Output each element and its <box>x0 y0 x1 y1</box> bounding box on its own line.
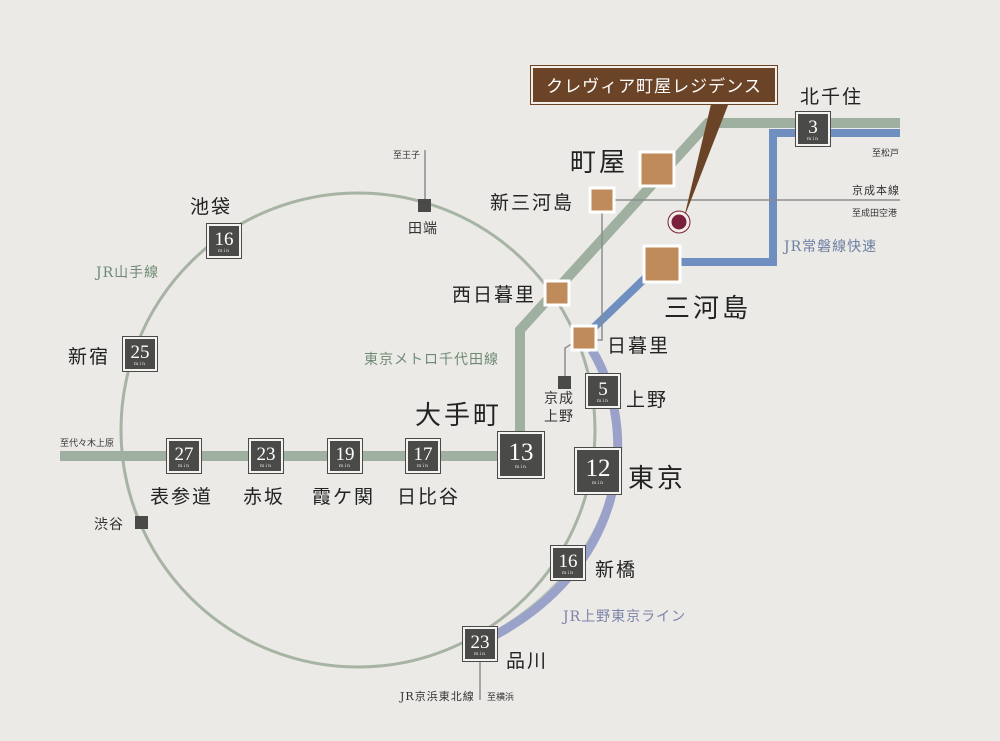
direction-narita: 至成田空港 <box>852 209 898 219</box>
chiyoda-line <box>60 118 900 461</box>
station-label-kasumigaseki: 霞ケ関 <box>312 486 376 508</box>
station-keisei-ueno-marker <box>558 376 571 389</box>
station-label-ueno: 上野 <box>626 389 669 411</box>
station-label-omotesando: 表参道 <box>150 486 214 508</box>
station-label-keisei-ueno: 京成上野 <box>544 391 574 425</box>
direction-yoyogi-uehara: 至代々木上原 <box>60 439 115 449</box>
station-tabata-marker <box>418 199 431 212</box>
station-machiya-marker <box>638 150 676 188</box>
station-label-shinagawa: 品川 <box>506 650 549 672</box>
property-pin <box>668 211 690 233</box>
line-label-keihin-tohoku: JR京浜東北線 <box>400 690 475 703</box>
station-nippori-marker <box>570 324 598 352</box>
station-label-ikebukuro: 池袋 <box>190 196 233 218</box>
direction-matsudo: 至松戸 <box>872 149 900 159</box>
property-pin-ring <box>667 210 691 234</box>
line-label-ueno-tokyo: JR上野東京ライン <box>563 609 687 625</box>
station-shinmikawashima-marker <box>588 186 616 214</box>
station-label-machiya: 町屋 <box>570 148 629 178</box>
station-label-shinmikawashima: 新三河島 <box>490 192 575 214</box>
line-label-chiyoda: 東京メトロ千代田線 <box>364 352 499 368</box>
station-nishinippori-marker <box>543 279 571 307</box>
station-label-hibiya: 日比谷 <box>397 486 461 508</box>
station-label-akasaka: 赤坂 <box>243 486 286 508</box>
station-label-nishinippori: 西日暮里 <box>452 284 537 306</box>
direction-oji: 至王子 <box>393 151 421 161</box>
line-label-joban: JR常磐線快速 <box>784 239 878 255</box>
yamanote-loop <box>119 191 597 669</box>
station-label-shinjuku: 新宿 <box>68 346 111 368</box>
station-label-shibuya: 渋谷 <box>94 517 124 533</box>
station-shibuya-marker <box>135 516 148 529</box>
station-label-nippori: 日暮里 <box>607 335 671 357</box>
line-label-yamanote: JR山手線 <box>96 265 160 281</box>
direction-yokohama: 至横浜 <box>487 693 515 703</box>
line-label-keisei: 京成本線 <box>852 184 900 197</box>
destination-label: クレヴィア町屋レジデンス <box>530 65 778 105</box>
station-label-otemachi: 大手町 <box>415 401 503 431</box>
station-label-shimbashi: 新橋 <box>595 559 638 581</box>
station-label-tokyo: 東京 <box>628 464 687 494</box>
station-label-kitasenju: 北千住 <box>800 86 864 108</box>
station-label-mikawashima: 三河島 <box>664 294 752 324</box>
station-label-tabata: 田端 <box>408 221 438 237</box>
destination-pointer <box>684 100 730 218</box>
station-mikawashima-marker <box>642 244 682 284</box>
